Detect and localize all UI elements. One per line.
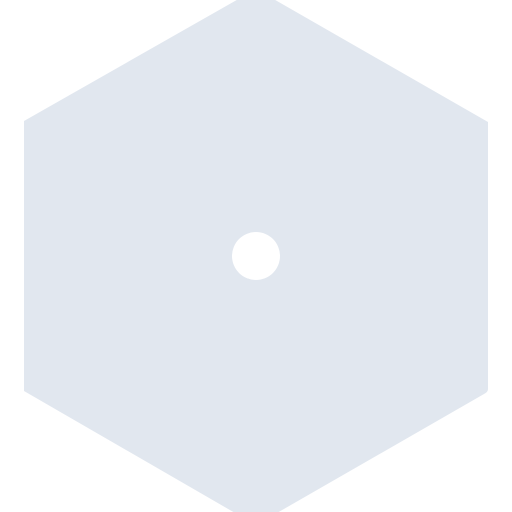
center-dot: [232, 232, 280, 280]
